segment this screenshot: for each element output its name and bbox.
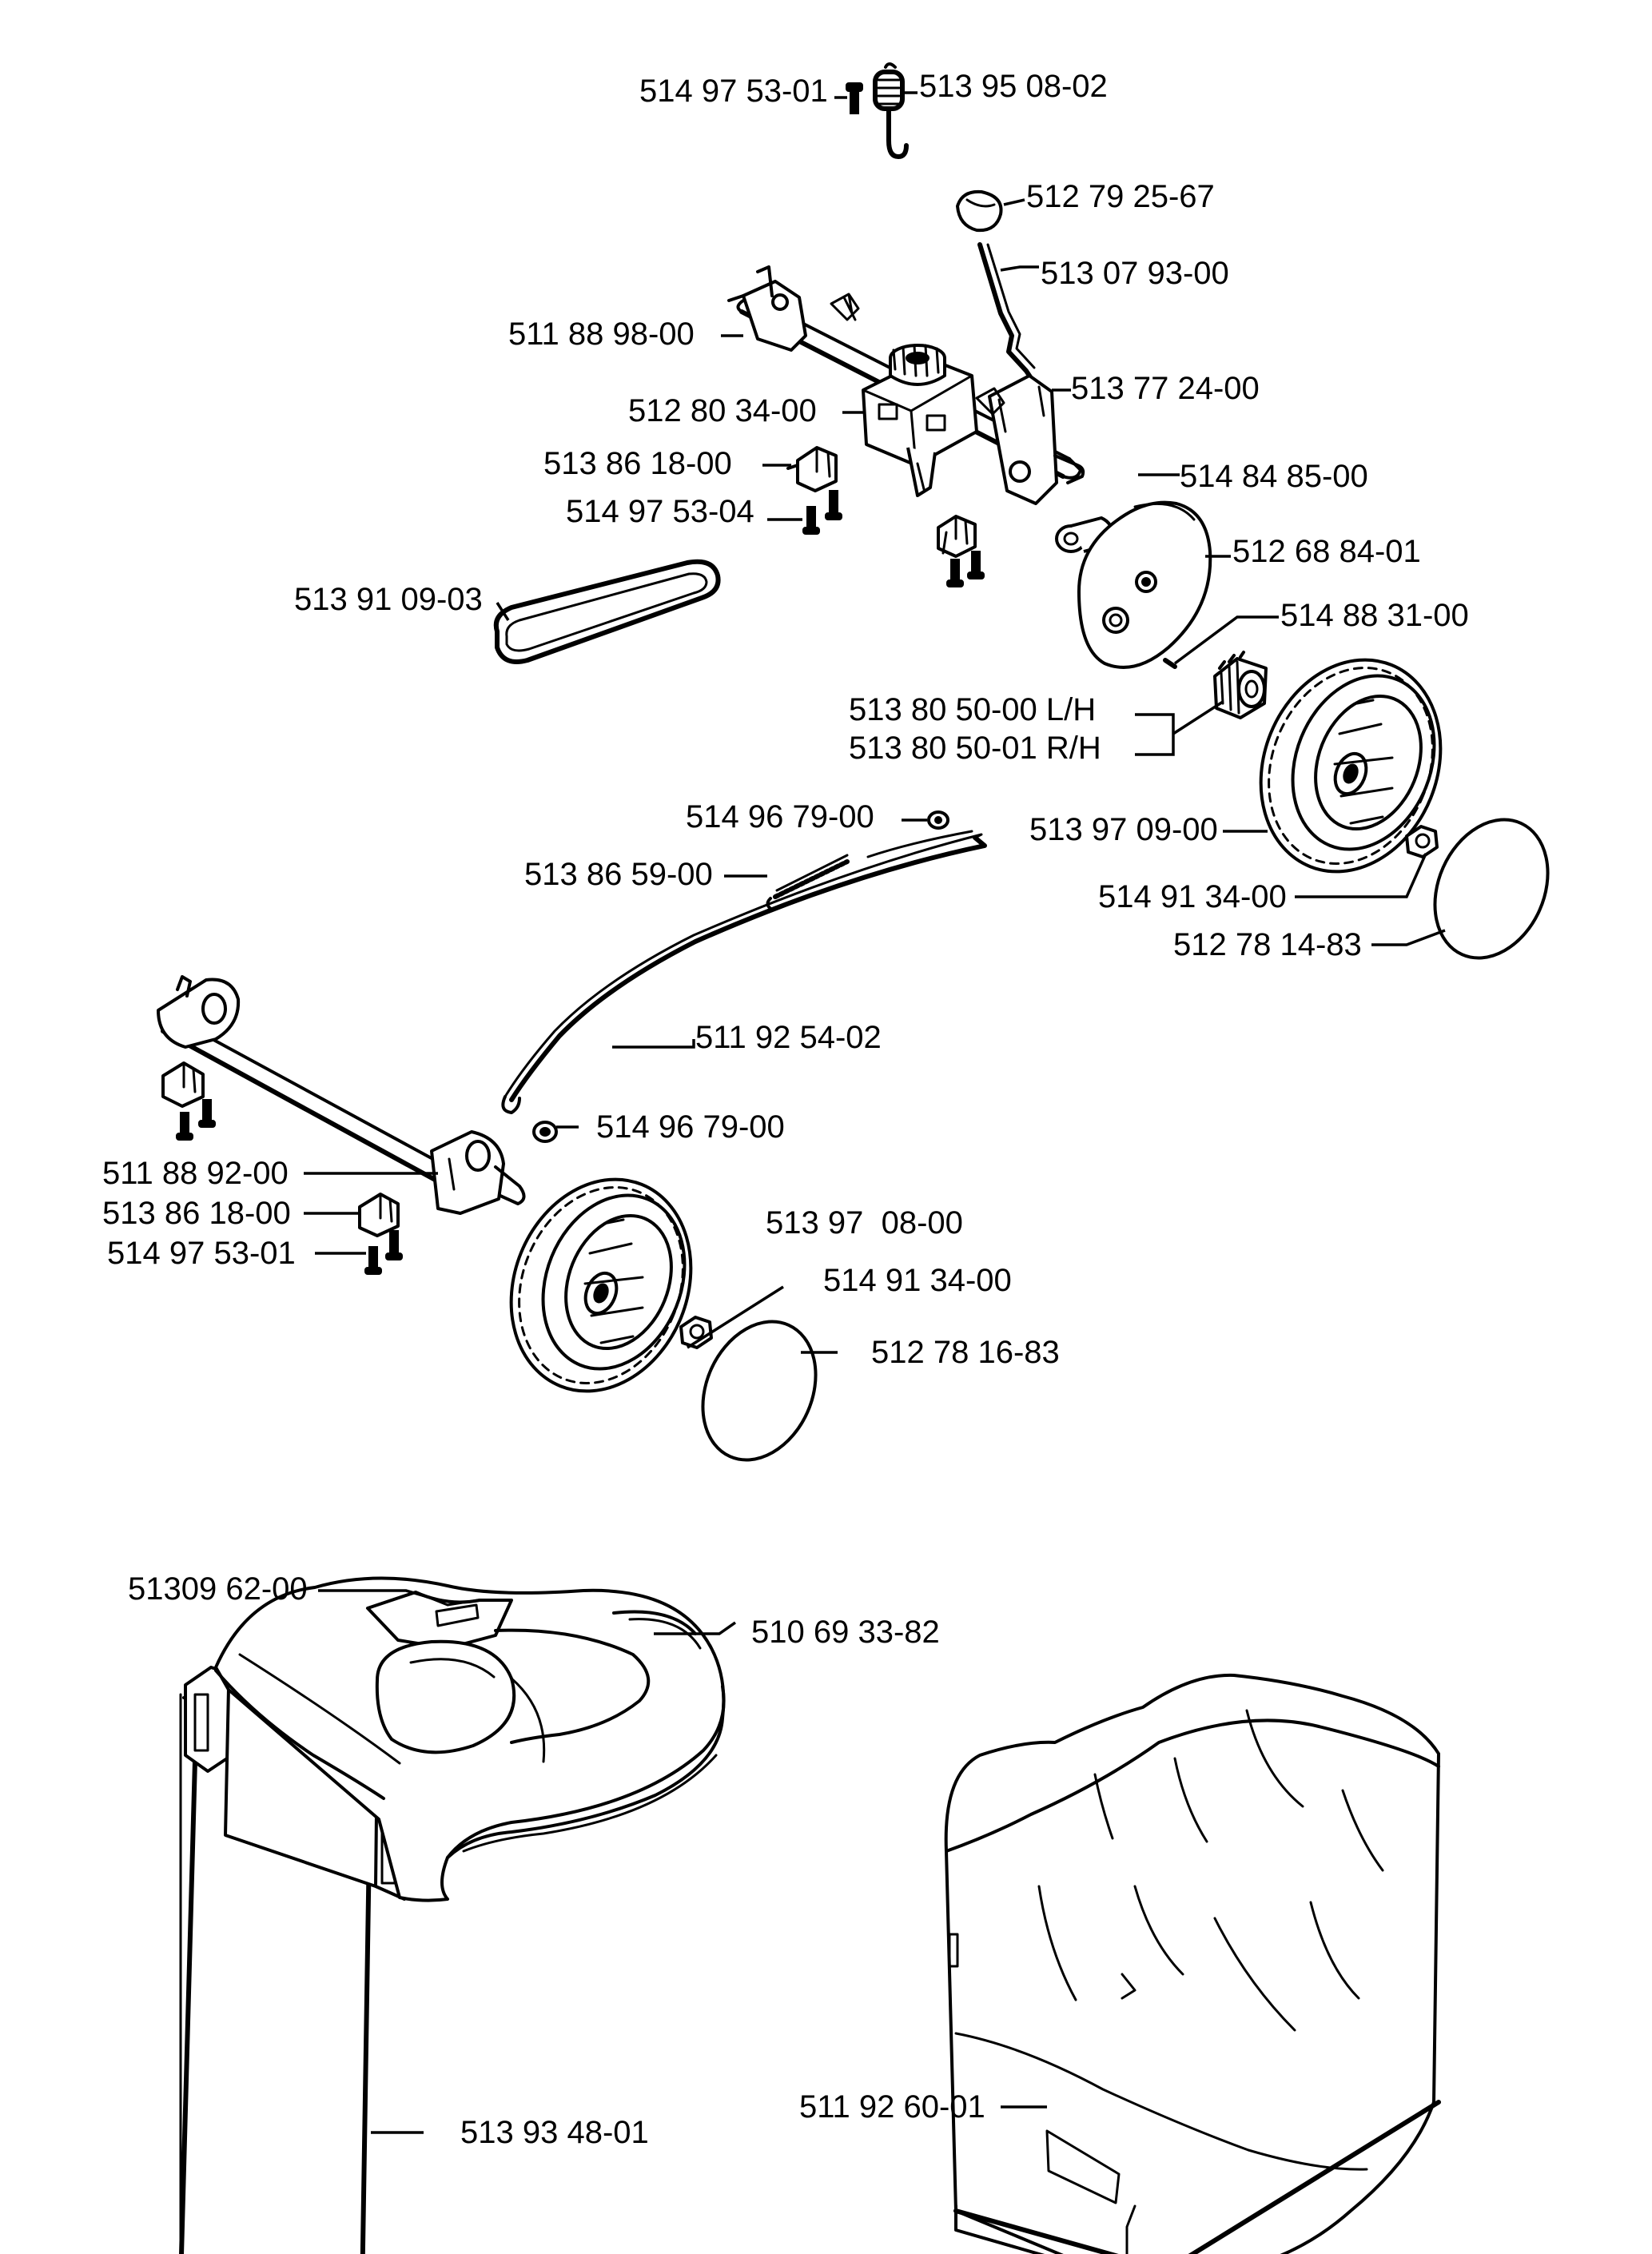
leader-lines (304, 91, 1446, 2134)
part-label-bearing-clip-upper: 513 86 18-00 (543, 446, 732, 481)
height-adjust-rod (501, 830, 987, 1114)
part-label-torsion-spring: 513 95 08-02 (919, 69, 1108, 104)
part-label-washer-upper: 514 96 79-00 (686, 799, 874, 834)
tension-spring (766, 854, 850, 911)
part-label-rear-axle: 511 88 98-00 (508, 317, 695, 352)
part-label-front-wheel: 513 97 08-00 (766, 1205, 963, 1240)
part-label-pin-small: 514 88 31-00 (1280, 598, 1469, 633)
part-label-drive-pulley-cover: 512 68 84-01 (1232, 534, 1421, 569)
drive-belt (493, 559, 721, 664)
part-label-collector-frame: 513 93 48-01 (460, 2115, 649, 2150)
screw-top (846, 82, 863, 114)
part-label-tension-spring: 513 86 59-00 (524, 857, 713, 892)
hubcap-right (1433, 818, 1550, 960)
part-label-control-lever-rod: 513 07 93-00 (1041, 256, 1229, 291)
washer-upper (927, 810, 949, 830)
wheel-nut-left (679, 1316, 713, 1349)
part-label-rear-wheel: 513 97 09-00 (1029, 812, 1218, 847)
pin-small (1163, 658, 1177, 669)
front-axle-assembly (157, 975, 526, 1215)
part-label-bushing: 514 84 85-00 (1180, 459, 1368, 494)
part-label-height-adjust-rod: 511 92 54-02 (695, 1020, 882, 1055)
lever-knob (956, 189, 1003, 233)
part-label-screw-pair-lower: 514 97 53-01 (107, 1236, 296, 1271)
part-label-collector-cover: 510 69 33-82 (751, 1615, 940, 1650)
wheel-nut-right (1405, 825, 1439, 858)
part-label-grass-bag: 511 92 60-01 (799, 2089, 985, 2125)
part-label-right-bracket: 513 77 24-00 (1071, 371, 1260, 406)
front-wheel-left (509, 1177, 693, 1393)
drive-pulley-cover (1077, 500, 1212, 669)
washer-lower (532, 1121, 558, 1143)
part-label-bearing-clip-lower: 513 86 18-00 (102, 1196, 291, 1231)
torsion-spring (873, 62, 909, 159)
part-label-screw-top: 514 97 53-01 (639, 74, 828, 109)
bearing-clip-upper (786, 446, 838, 492)
part-label-pinion-right: 513 80 50-01 R/H (849, 731, 1101, 766)
part-label-lever-knob: 512 79 25-67 (1026, 179, 1215, 214)
part-label-wheel-nut-right: 514 91 34-00 (1098, 879, 1287, 914)
grass-bag (944, 1673, 1441, 2254)
part-label-hubcap-left: 512 78 16-83 (871, 1335, 1060, 1370)
rear-axle-assembly (727, 265, 1085, 505)
bearing-clip-center (937, 515, 985, 587)
part-label-screw-pair-upper: 514 97 53-04 (566, 494, 754, 529)
hubcap-left (701, 1320, 818, 1462)
bearing-clip-lower-left (161, 1061, 216, 1141)
part-label-drive-belt: 513 91 09-03 (294, 582, 483, 617)
part-label-top-hatch: 51309 62-00 (128, 1571, 308, 1607)
part-label-hubcap-right: 512 78 14-83 (1173, 927, 1362, 962)
part-label-wheel-nut-left: 514 91 34-00 (823, 1263, 1012, 1298)
collector-cover (184, 1576, 726, 1902)
rear-wheel-right (1259, 658, 1443, 874)
control-lever-rod (977, 242, 1038, 388)
part-label-pinion-left: 513 80 50-00 L/H (849, 692, 1097, 727)
part-label-gearbox: 512 80 34-00 (628, 393, 817, 428)
bearing-clip-lower (358, 1193, 403, 1275)
screw-pair-upper (802, 490, 842, 535)
part-label-front-axle: 511 88 92-00 (102, 1156, 289, 1191)
part-label-washer-lower: 514 96 79-00 (596, 1109, 785, 1145)
drive-pinion-gear (1213, 651, 1268, 719)
